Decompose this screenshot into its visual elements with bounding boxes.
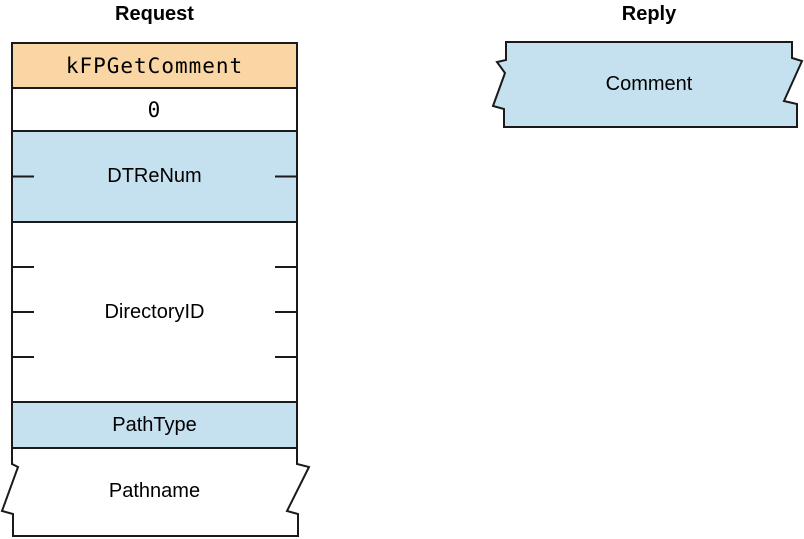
request-field-box-pad <box>11 87 298 132</box>
request-field-box-directoryid <box>11 221 298 403</box>
byte-boundary-ticks <box>13 175 296 358</box>
request-field-box-kfpgetcomment <box>11 42 298 89</box>
request-field-box-pathname-torn <box>0 447 311 537</box>
request-field-box-dtrenum <box>11 130 298 223</box>
reply-field-box-comment-torn <box>491 41 804 128</box>
request-field-box-pathtype <box>11 401 298 449</box>
